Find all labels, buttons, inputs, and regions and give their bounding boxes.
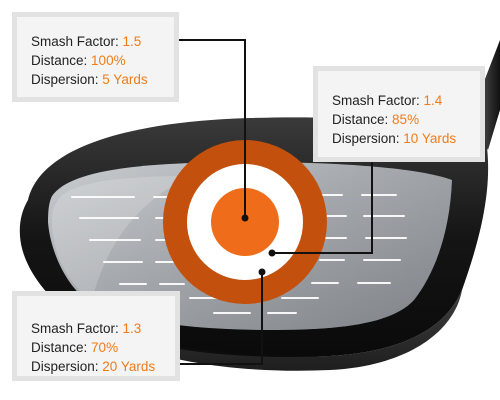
smash-factor-label: Smash Factor:	[31, 321, 119, 336]
distance-value: 70%	[91, 340, 119, 355]
callout-middle-ring-hit: Smash Factor: 1.4 Distance: 85% Dispersi…	[313, 66, 485, 162]
smash-factor-row: Smash Factor: 1.4	[332, 91, 480, 110]
center-spot	[211, 188, 279, 256]
distance-label: Distance:	[332, 112, 389, 127]
smash-factor-label: Smash Factor:	[31, 34, 119, 49]
dispersion-value: 5 Yards	[102, 72, 148, 87]
dispersion-row: Dispersion: 5 Yards	[31, 70, 174, 89]
leader-lines	[179, 39, 373, 365]
smash-factor-row: Smash Factor: 1.3	[31, 319, 175, 338]
distance-row: Distance: 70%	[31, 338, 175, 357]
smash-factor-value: 1.4	[423, 93, 443, 108]
dispersion-value: 10 Yards	[403, 131, 457, 146]
dispersion-row: Dispersion: 10 Yards	[332, 129, 480, 148]
leader-line-top	[179, 39, 246, 218]
dispersion-label: Dispersion:	[31, 359, 99, 374]
leader-line-bottom	[180, 272, 263, 365]
smash-factor-label: Smash Factor:	[332, 93, 420, 108]
distance-value: 100%	[91, 53, 126, 68]
smash-factor-value: 1.5	[122, 34, 142, 49]
callout-outer-ring-hit: Smash Factor: 1.3 Distance: 70% Dispersi…	[12, 291, 180, 381]
smash-factor-value: 1.3	[122, 321, 142, 336]
distance-label: Distance:	[31, 340, 88, 355]
dot-middle-ring	[268, 249, 276, 257]
dispersion-label: Dispersion:	[31, 72, 99, 87]
dispersion-row: Dispersion: 20 Yards	[31, 357, 175, 376]
distance-row: Distance: 85%	[332, 110, 480, 129]
dot-outer-ring	[258, 268, 266, 276]
dispersion-label: Dispersion:	[332, 131, 400, 146]
leader-line-right	[272, 162, 373, 254]
leader-dots	[241, 214, 276, 276]
distance-label: Distance:	[31, 53, 88, 68]
distance-value: 85%	[392, 112, 420, 127]
callout-center-hit: Smash Factor: 1.5 Distance: 100% Dispers…	[12, 12, 179, 102]
dispersion-value: 20 Yards	[102, 359, 156, 374]
smash-factor-row: Smash Factor: 1.5	[31, 32, 174, 51]
distance-row: Distance: 100%	[31, 51, 174, 70]
dot-center	[241, 214, 249, 222]
